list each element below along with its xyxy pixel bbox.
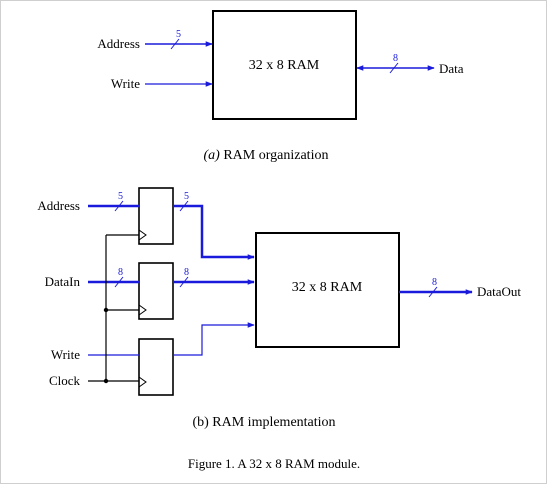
address-width-out: 5 (184, 191, 189, 202)
write-register-clock-triangle (138, 376, 147, 388)
diagram-ram-implementation: 32 x 8 RAM Address 5 5 DataIn 8 8 Write … (37, 187, 521, 430)
write-label-b: Write (51, 347, 80, 362)
ram-label-b: 32 x 8 RAM (292, 280, 363, 295)
ram-block-b (255, 232, 400, 348)
write-register (138, 338, 174, 396)
address-width-in-slash (114, 200, 124, 212)
figure-caption: Figure 1. A 32 x 8 RAM module. (188, 456, 360, 471)
caption-a-text: RAM organization (220, 148, 329, 163)
datain-width-in-slash (114, 276, 124, 288)
clock-junction-lower (103, 378, 109, 384)
address-width-in: 5 (118, 191, 123, 202)
data-width-a: 8 (393, 53, 398, 64)
datain-register-clock-triangle (138, 304, 147, 316)
diagram-ram-organization: 32 x 8 RAM Address 5 Write 8 Data (a) RA… (97, 10, 464, 163)
write-label-a: Write (111, 76, 140, 91)
datain-width-out: 8 (184, 267, 189, 278)
address-register (138, 187, 174, 245)
data-label-a: Data (439, 61, 464, 76)
datain-width-out-slash (179, 276, 189, 288)
address-width-out-slash (179, 200, 189, 212)
write-wire-out (173, 322, 255, 356)
ram-block-a (212, 10, 357, 120)
address-label-a: Address (97, 36, 140, 51)
datain-register (138, 262, 174, 320)
caption-b: (b) RAM implementation (192, 415, 335, 430)
address-width-slash-a (170, 38, 180, 50)
dataout-label: DataOut (477, 284, 521, 299)
address-register-clock-triangle (138, 229, 147, 241)
dataout-width-slash (428, 286, 438, 298)
caption-a-prefix: (a) (204, 148, 221, 163)
dataout-width: 8 (432, 277, 437, 288)
address-bus-out (173, 204, 255, 260)
clock-junction-upper (103, 307, 109, 313)
caption-a: (a) RAM organization (204, 148, 329, 163)
datain-label: DataIn (45, 274, 81, 289)
datain-width-in: 8 (118, 267, 123, 278)
data-width-slash-a (389, 62, 399, 74)
address-width-a: 5 (176, 29, 181, 40)
ram-label-a: 32 x 8 RAM (249, 58, 320, 73)
address-label-b: Address (37, 198, 80, 213)
clock-label: Clock (49, 373, 81, 388)
